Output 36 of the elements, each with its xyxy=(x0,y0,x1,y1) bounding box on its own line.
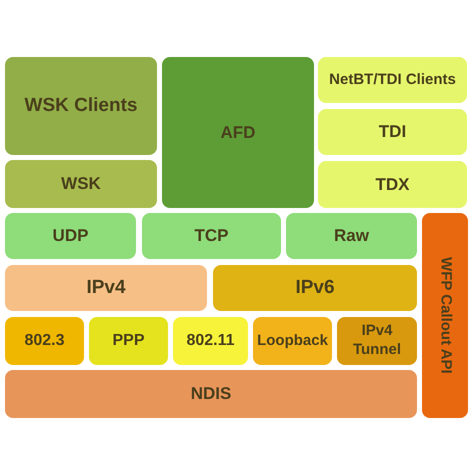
layer-label: PPP xyxy=(112,331,144,351)
layer-label: AFD xyxy=(220,122,256,144)
layer-label: 802.3 xyxy=(24,331,65,351)
layer-box xyxy=(5,317,84,365)
layer-label: IPv6 xyxy=(295,276,335,300)
layer-box xyxy=(142,213,281,259)
layer-box xyxy=(286,213,417,259)
layer-label: NDIS xyxy=(190,383,232,405)
layer-box xyxy=(337,317,417,365)
layer-box xyxy=(5,57,157,155)
layer-box xyxy=(5,213,136,259)
layer-label: WSK xyxy=(61,173,101,195)
layer-label: TCP xyxy=(194,225,228,247)
layer-box xyxy=(5,265,207,311)
layer-label: UDP xyxy=(52,225,88,247)
layer-label: TDX xyxy=(376,174,410,196)
layer-box xyxy=(173,317,248,365)
layer-box xyxy=(213,265,417,311)
layer-box xyxy=(89,317,168,365)
layer-label: TDI xyxy=(378,121,406,143)
layer-label: 802.11 xyxy=(186,331,235,351)
layer-label: Loopback xyxy=(257,332,328,350)
layer-label: NetBT/TDI Clients xyxy=(329,70,456,90)
layer-label: IPv4 Tunnel xyxy=(352,322,402,360)
layer-label: WFP Callout API xyxy=(436,257,454,374)
layer-box xyxy=(422,213,468,418)
layer-box xyxy=(162,57,314,208)
layer-label: Raw xyxy=(334,225,369,247)
layer-box xyxy=(253,317,332,365)
layer-box xyxy=(318,161,467,208)
layer-box xyxy=(318,57,467,103)
layer-box xyxy=(5,160,157,208)
layer-label: IPv4 xyxy=(86,276,126,300)
layer-box xyxy=(318,109,467,155)
layer-label: WSK Clients xyxy=(24,94,138,118)
layer-box xyxy=(5,370,417,418)
